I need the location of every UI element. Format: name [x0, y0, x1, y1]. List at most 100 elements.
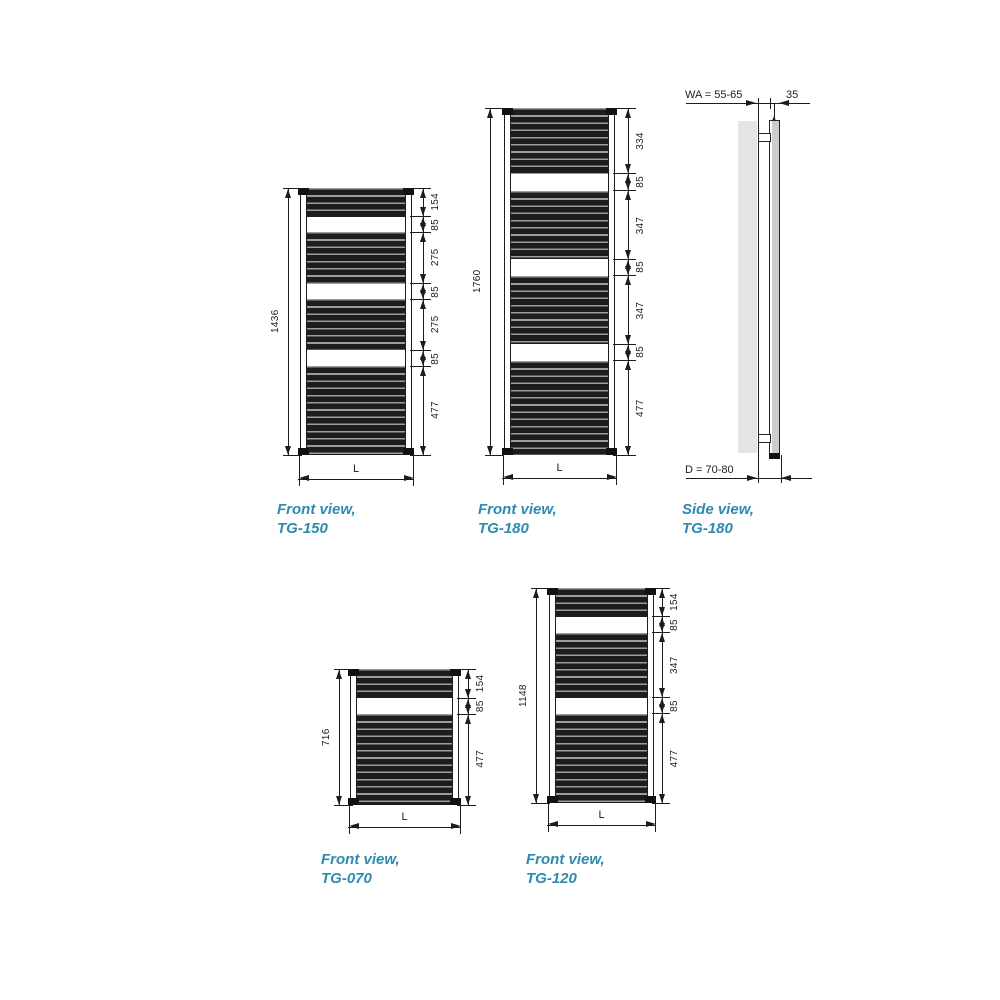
height-dimension-line	[339, 669, 340, 805]
segment-dimension-arrow-icon	[465, 688, 471, 698]
segment-chain-line	[423, 188, 424, 455]
height-dimension-tick	[283, 187, 302, 189]
d-arrow-icon	[781, 475, 791, 481]
tube-group	[305, 188, 407, 217]
height-dimension-tick	[485, 107, 504, 109]
collector-cap-top-right	[606, 108, 617, 115]
collector-cap-top-left	[298, 188, 309, 195]
segment-boundary-tick	[613, 360, 636, 362]
height-dimension-tick	[283, 454, 302, 456]
collector-cap-bottom-left	[547, 796, 558, 803]
width-dimension-line	[298, 478, 414, 480]
segment-boundary-tick	[410, 298, 431, 300]
collector-tube-right	[647, 592, 654, 799]
height-dimension-arrow-icon	[487, 108, 493, 118]
height-dimension-arrow-icon	[336, 795, 342, 805]
collector-tube-left	[549, 592, 556, 799]
segment-dimension-label: 477	[635, 399, 646, 417]
collector-cap-bottom-right	[606, 448, 617, 455]
tube-group	[305, 366, 407, 455]
segment-dimension-label: 334	[635, 132, 646, 150]
segment-boundary-tick	[410, 216, 431, 218]
caption-tg150-line1: Front view,	[277, 501, 356, 518]
collector-cap-top-right	[645, 588, 656, 595]
collector-tube-right	[608, 112, 615, 451]
tube-gap	[509, 259, 610, 276]
tube-gap	[509, 174, 610, 191]
height-dimension-tick	[334, 804, 353, 806]
width-dimension-label: L	[598, 809, 605, 821]
tube-gap	[305, 351, 407, 367]
height-dimension-label: 1436	[270, 309, 281, 334]
caption-tg070: Front view, TG-070	[321, 850, 400, 888]
width-dimension-ext	[298, 456, 300, 486]
height-dimension-label: 1760	[472, 269, 483, 294]
segment-boundary-tick	[410, 283, 431, 285]
collector-cap-bottom-left	[502, 448, 513, 455]
segment-dimension-arrow-icon	[420, 207, 426, 217]
width-dimension-label: L	[401, 811, 408, 823]
collector-cap-bottom-right	[450, 798, 461, 805]
tube-group	[305, 299, 407, 351]
width-dimension-line	[348, 826, 461, 828]
segment-dimension-arrow-icon	[659, 623, 665, 633]
segment-dimension-arrow-icon	[420, 284, 426, 294]
segment-dimension-arrow-icon	[625, 164, 631, 174]
depth-dimension-label: 35	[786, 89, 799, 101]
segment-dimension-arrow-icon	[420, 356, 426, 366]
d-dimension-label: D = 70-80	[685, 464, 734, 476]
width-dimension-line	[502, 477, 617, 479]
width-dimension-arrow-icon	[502, 474, 513, 480]
segment-boundary-tick	[613, 258, 636, 260]
tube-group	[509, 275, 610, 345]
segment-boundary-tick	[410, 454, 431, 456]
width-dimension-arrow-icon	[645, 821, 656, 827]
segment-dimension-label: 347	[635, 301, 646, 319]
collector-cap-top-left	[502, 108, 513, 115]
segment-dimension-arrow-icon	[659, 633, 665, 643]
segment-dimension-arrow-icon	[465, 669, 471, 679]
collector-cap-bottom-left	[298, 448, 309, 455]
segment-boundary-tick	[410, 187, 431, 189]
height-dimension-line	[536, 588, 537, 803]
height-dimension-arrow-icon	[533, 588, 539, 598]
side-view-figure: WA = 55-65 35 D = 70-80	[680, 85, 830, 505]
segment-dimension-label: 347	[635, 216, 646, 234]
segment-dimension-arrow-icon	[659, 793, 665, 803]
tube-gap	[355, 698, 454, 714]
segment-boundary-tick	[410, 231, 431, 233]
width-dimension-arrow-icon	[403, 475, 414, 481]
width-dimension-ext	[654, 804, 656, 832]
height-dimension-tick	[531, 802, 550, 804]
segment-boundary-tick	[652, 713, 670, 715]
height-dimension-tick	[485, 454, 504, 456]
depth-arrow-icon	[779, 100, 789, 106]
segment-dimension-label: 347	[669, 656, 680, 675]
dimension-tick	[769, 98, 771, 109]
segment-dimension-arrow-icon	[625, 361, 631, 371]
width-dimension-label: L	[556, 462, 563, 474]
collector-tube-right	[405, 192, 412, 451]
segment-boundary-tick	[613, 343, 636, 345]
height-dimension-arrow-icon	[336, 669, 342, 679]
segment-dimension-arrow-icon	[625, 259, 631, 269]
segment-boundary-tick	[613, 107, 636, 109]
width-dimension-ext	[459, 806, 461, 834]
width-dimension-ext	[615, 456, 617, 485]
caption-side-view: Side view, TG-180	[682, 500, 754, 538]
segment-dimension-arrow-icon	[625, 108, 631, 118]
segment-dimension-arrow-icon	[420, 188, 426, 198]
tube-group	[305, 232, 407, 284]
tube-group	[509, 108, 610, 174]
collector-tube-left	[504, 112, 511, 451]
segment-dimension-arrow-icon	[659, 688, 665, 698]
tube-gap	[305, 284, 407, 300]
tube-group	[355, 714, 454, 805]
segment-boundary-tick	[457, 804, 476, 806]
width-dimension-arrow-icon	[606, 474, 617, 480]
caption-tg150: Front view, TG-150	[277, 500, 356, 538]
segment-boundary-tick	[457, 697, 476, 699]
